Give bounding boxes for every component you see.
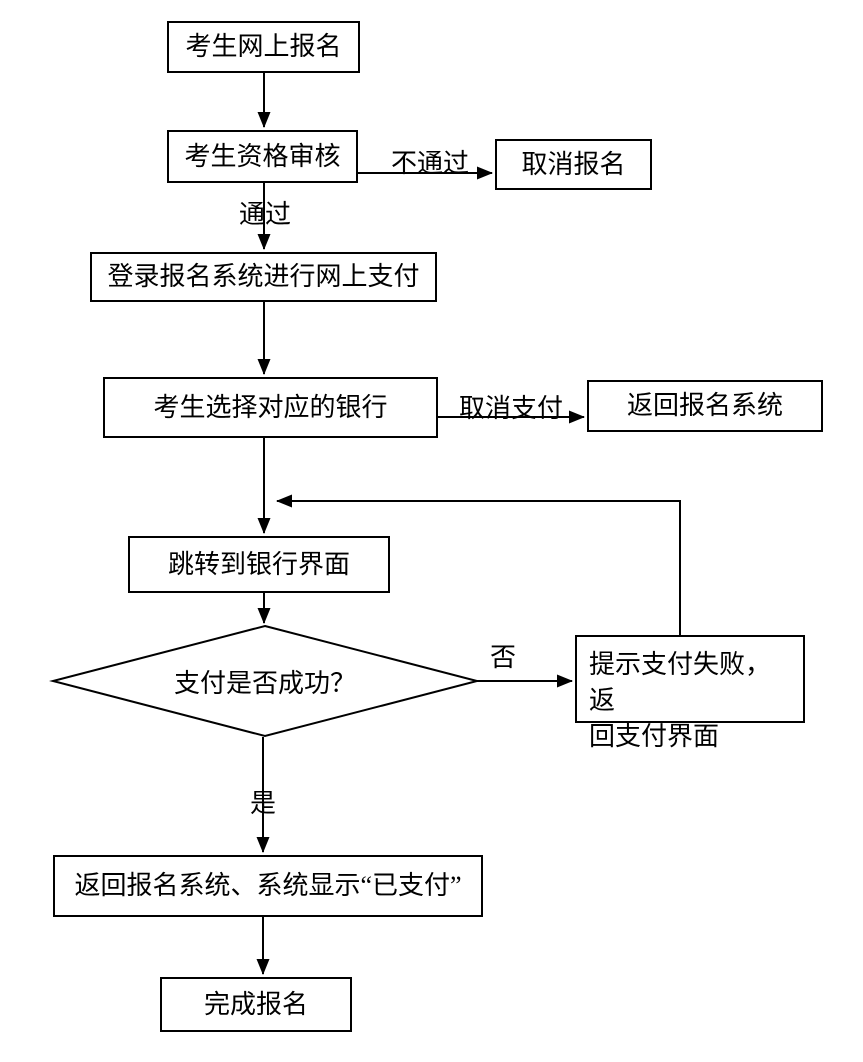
node-review: 考生资格审核 [167,130,358,183]
edge-label-yes: 是 [249,789,276,818]
node-register: 考生网上报名 [167,21,360,73]
node-pay-fail-line2: 回支付界面 [589,721,720,751]
node-login-pay: 登录报名系统进行网上支付 [90,252,437,302]
node-cancel: 取消报名 [495,139,652,190]
edge-label-no: 否 [489,643,516,672]
edge-label-review-fail: 不通过 [390,149,469,178]
edge-label-review-pass: 通过 [238,200,291,229]
edge-pay-fail-feedback-loop [276,494,681,635]
node-choose-bank: 考生选择对应的银行 [103,377,438,438]
node-return-system: 返回报名系统 [587,380,823,432]
node-pay-fail: 提示支付失败，返 回支付界面 [575,635,805,751]
node-decision-label: 支付是否成功？ [173,668,356,698]
node-pay-fail-line1: 提示支付失败，返 [589,650,772,715]
node-bank-page: 跳转到银行界面 [128,536,390,593]
node-done: 完成报名 [160,977,352,1032]
node-paid: 返回报名系统、系统显示“已支付” [53,855,483,917]
decision-diamond-shape [49,624,481,738]
edge-label-cancel-payment: 取消支付 [458,394,563,423]
